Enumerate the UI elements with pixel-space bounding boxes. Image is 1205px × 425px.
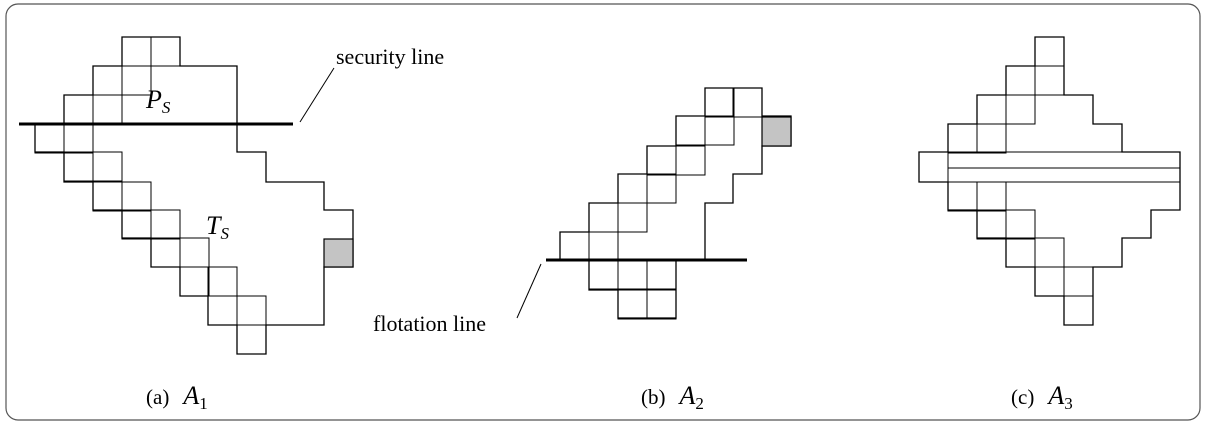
panel-b-cell (559, 231, 590, 262)
region-label-ps-sub: S (162, 98, 171, 117)
panel-c-cell (1063, 295, 1094, 326)
panel-b-cell (588, 259, 619, 290)
panel-b-caption: (b) A2 (641, 381, 704, 413)
panel-a-cell (207, 295, 238, 326)
figure-frame (5, 3, 1201, 421)
panel-c-cell (1034, 266, 1065, 297)
panel-c-outline (918, 36, 1181, 326)
panel-a-cell (207, 266, 238, 297)
panel-a-cell (236, 295, 267, 326)
panel-a-cell (63, 94, 94, 125)
panel-b: flotation line (b) A2 (373, 87, 792, 413)
panel-a-cell (236, 324, 267, 355)
panel-a-cell (121, 65, 152, 96)
panel-a-cell (121, 209, 152, 240)
panel-a: security line PS TS (a)A1 (19, 36, 444, 413)
panel-b-cell (704, 115, 735, 146)
security-line-label: security line (336, 44, 444, 69)
panel-a-cell (92, 65, 123, 96)
region-label-ts-var: T (206, 211, 222, 240)
region-label-ps-var: P (145, 85, 162, 114)
panel-a-cell (179, 266, 210, 297)
panel-c-cell (1063, 266, 1094, 297)
panel-b-shaded-cell (761, 116, 792, 147)
panel-c-cell (1034, 237, 1065, 268)
panel-b-cell (617, 173, 648, 204)
panel-c-caption-var: A (1046, 381, 1064, 410)
panel-b-cell (732, 87, 763, 118)
panel-c-cell (1005, 209, 1036, 240)
panel-c-cell (1034, 65, 1065, 96)
panel-b-cell (646, 289, 677, 320)
panel-c-caption-prefix: (c) (1011, 385, 1034, 409)
panel-a-caption-prefix: (a) (146, 385, 169, 409)
panel-b-cell (617, 202, 648, 233)
panel-a-cell (92, 181, 123, 212)
panel-c-cell (1005, 94, 1036, 125)
panel-a-cell (63, 151, 94, 182)
flotation-line-leader (516, 263, 542, 319)
panel-b-caption-sub: 2 (695, 394, 704, 413)
panel-a-cell (150, 209, 181, 240)
panel-b-cell (617, 289, 648, 320)
panel-a-cell (150, 237, 181, 268)
panel-c-cell (976, 209, 1007, 240)
panel-b-caption-prefix: (b) (641, 385, 666, 409)
panel-b-caption-var: A (678, 381, 696, 410)
panel-c-cell (1005, 237, 1036, 268)
panel-a-caption: (a) A1 (146, 381, 208, 413)
panel-b-cell (675, 115, 706, 146)
panel-b-cell (588, 202, 619, 233)
panel-c-cell (947, 181, 978, 212)
panel-a-shaded-cell (323, 238, 354, 268)
panel-a-cell (63, 123, 94, 154)
panel-a-cell (121, 181, 152, 212)
panel-a-cell (179, 237, 210, 268)
panel-a-cell (92, 94, 123, 125)
panel-b-cell (588, 231, 619, 262)
region-label-ps: PS (145, 85, 171, 117)
panel-b-cell (617, 259, 648, 290)
panel-c-cell (976, 123, 1007, 154)
panel-a-cell (92, 151, 123, 182)
panel-b-cell (704, 87, 735, 118)
panel-c-cell (918, 151, 949, 183)
panel-b-cell (646, 259, 677, 290)
panel-c-caption-sub: 3 (1064, 394, 1073, 413)
panel-c-cell (976, 181, 1007, 212)
panel-a-cell (121, 36, 152, 67)
panel-c-cell (1034, 36, 1065, 67)
panel-a-cell (150, 36, 181, 67)
region-label-ts: TS (206, 211, 229, 243)
panel-b-cell (675, 145, 706, 176)
region-label-ts-sub: S (220, 224, 229, 243)
panel-c-cell (947, 123, 978, 154)
panel-b-cell (646, 173, 677, 204)
panel-a-cell (34, 123, 65, 154)
panel-c: (c) A3 (918, 36, 1181, 413)
panel-c-cell (1005, 65, 1036, 96)
panel-a-caption-sub: 1 (199, 394, 208, 413)
panel-a-caption-var: A (181, 381, 199, 410)
panel-b-cell (646, 145, 677, 176)
panel-a-outline (34, 36, 354, 355)
panel-c-caption: (c) A3 (1011, 381, 1073, 413)
security-line-leader (299, 67, 335, 123)
panel-c-cell (976, 94, 1007, 125)
flotation-line-label: flotation line (373, 311, 486, 336)
